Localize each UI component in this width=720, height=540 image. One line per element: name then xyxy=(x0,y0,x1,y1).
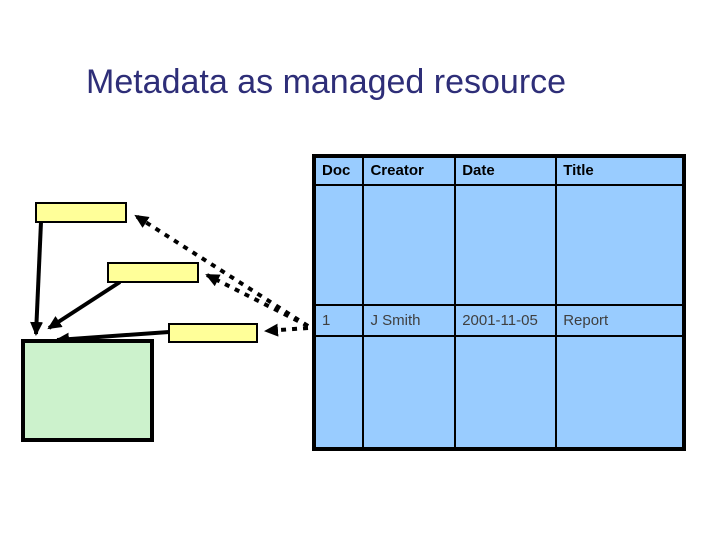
table-header-row: Doc Creator Date Title xyxy=(312,155,685,186)
col-header-doc: Doc xyxy=(312,155,365,186)
dotted-arrow-record-to-tag1 xyxy=(134,214,310,328)
table-row: 1 J Smith 2001-11-05 Report xyxy=(312,304,685,337)
cell-creator: J Smith xyxy=(362,304,457,337)
cell-doc xyxy=(312,183,365,307)
arrow-tag1-to-resource xyxy=(30,221,44,336)
metadata-table: Doc Creator Date Title 1 J Smith 2001-11… xyxy=(312,154,686,451)
metadata-tag-1-box xyxy=(35,202,127,223)
cell-date xyxy=(454,334,558,451)
metadata-tag-3-box xyxy=(168,323,258,343)
table-row xyxy=(312,334,685,451)
dotted-arrow-record-to-tag3 xyxy=(264,323,309,337)
cell-doc xyxy=(312,334,365,451)
arrow-tag2-to-resource xyxy=(47,280,122,330)
cell-title: Report xyxy=(555,304,685,337)
cell-date xyxy=(454,183,558,307)
cell-creator xyxy=(362,334,457,451)
dotted-arrow-record-to-tag2 xyxy=(205,273,309,328)
table-row xyxy=(312,183,685,307)
cell-date: 2001-11-05 xyxy=(454,304,558,337)
metadata-tag-2-box xyxy=(107,262,199,283)
resource-box xyxy=(21,339,154,442)
cell-title xyxy=(555,183,685,307)
col-header-date: Date xyxy=(454,155,558,186)
arrow-tag3-to-resource xyxy=(55,330,170,346)
col-header-title: Title xyxy=(555,155,685,186)
page-title: Metadata as managed resource xyxy=(86,63,567,101)
cell-doc: 1 xyxy=(312,304,365,337)
cell-title xyxy=(555,334,685,451)
cell-creator xyxy=(362,183,457,307)
col-header-creator: Creator xyxy=(362,155,457,186)
